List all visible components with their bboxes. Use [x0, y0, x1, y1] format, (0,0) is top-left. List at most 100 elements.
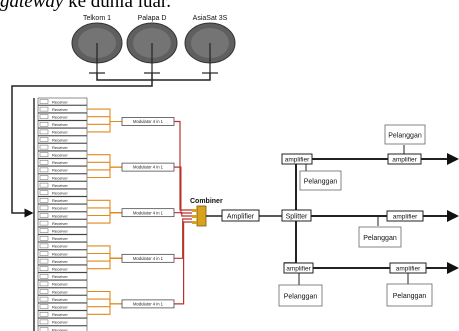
receiver-label: Receiver — [52, 130, 68, 135]
splitter: Splitter — [281, 209, 312, 222]
receiver-label: Receiver — [52, 206, 68, 211]
receiver-label: Receiver — [52, 305, 68, 310]
main-amplifier: Amplifier — [221, 209, 260, 222]
modulator-group: Modulator 4 in 1 Modulator 4 in 1 Modulato… — [87, 108, 192, 315]
receiver-unit: Receiver — [37, 310, 88, 319]
receiver-unit: Receiver — [37, 97, 88, 106]
svg-text:amplifier: amplifier — [396, 266, 421, 273]
pelanggan-box-1: Pelanggan — [384, 124, 426, 145]
satellite-dish-asiasat: AsiaSat 3S — [184, 15, 236, 74]
receiver-label: Receiver — [52, 145, 68, 150]
amplifier-upper-right: amplifier — [387, 153, 422, 165]
amplifier-lower-left: amplifier — [283, 262, 314, 274]
svg-text:Pelanggan: Pelanggan — [304, 179, 338, 186]
receiver-label: Receiver — [52, 115, 68, 120]
receiver-unit: Receiver — [37, 302, 88, 311]
receiver-label: Receiver — [52, 297, 68, 302]
receiver-unit: Receiver — [37, 143, 88, 151]
receiver-label: Receiver — [52, 327, 68, 331]
modulator-label: Modulator 4 in 1 — [133, 119, 164, 124]
receiver-unit: Receiver — [37, 188, 88, 197]
receiver-label: Receiver — [52, 153, 68, 158]
receiver-label: Receiver — [52, 191, 68, 196]
receiver-unit: Receiver — [37, 242, 88, 250]
svg-text:Pelanggan: Pelanggan — [363, 235, 397, 242]
receiver-label: Receiver — [52, 213, 68, 218]
receiver-label: Receiver — [52, 236, 68, 241]
receiver-unit: Receiver — [37, 166, 88, 174]
satellite-dish-telkom: Telkom 1 — [71, 15, 123, 74]
receiver-unit: Receiver — [37, 280, 88, 288]
feed-line — [11, 73, 211, 213]
receiver-label: Receiver — [52, 160, 68, 165]
receiver-unit: Receiver — [37, 181, 88, 189]
receiver-unit: Receiver — [37, 226, 88, 235]
modulator-unit: Modulator 4 in 1 — [87, 221, 192, 315]
satellite-label: Telkom 1 — [83, 15, 111, 22]
receiver-unit: Receiver — [37, 219, 88, 227]
modulator-unit: Modulator 4 in 1 — [87, 154, 192, 214]
receiver-unit: Receiver — [37, 196, 88, 205]
receiver-unit: Receiver — [37, 257, 88, 265]
svg-text:amplifier: amplifier — [392, 157, 417, 164]
receiver-label: Receiver — [52, 282, 68, 287]
receiver-unit: Receiver — [37, 128, 88, 136]
receiver-unit: Receiver — [37, 272, 88, 281]
svg-text:amplifier: amplifier — [285, 157, 310, 164]
receiver-label: Receiver — [52, 107, 68, 112]
receiver-label: Receiver — [52, 221, 68, 226]
receiver-label: Receiver — [52, 229, 68, 234]
receiver-label: Receiver — [52, 244, 68, 249]
svg-text:Pelanggan: Pelanggan — [284, 294, 318, 301]
receiver-stack: ReceiverReceiverReceiverReceiverReceiver… — [33, 97, 88, 331]
receiver-label: Receiver — [52, 274, 68, 279]
receiver-unit: Receiver — [37, 120, 88, 129]
combiner: Combiner — [190, 198, 223, 227]
receiver-unit: Receiver — [37, 112, 88, 121]
svg-text:amplifier: amplifier — [286, 266, 311, 273]
pelanggan-box-5: Pelanggan — [386, 283, 433, 307]
satellite-label: Palapa D — [138, 15, 167, 22]
receiver-label: Receiver — [52, 99, 68, 104]
receiver-unit: Receiver — [37, 204, 88, 212]
pelanggan-box-2: Pelanggan — [299, 170, 342, 191]
svg-text:Pelanggan: Pelanggan — [388, 133, 422, 140]
receiver-unit: Receiver — [37, 234, 88, 243]
receiver-unit: Receiver — [37, 318, 88, 326]
modulator-unit: Modulator 4 in 1 — [87, 108, 192, 211]
caption-text: gateway ke dunia luar. — [0, 0, 171, 12]
receiver-unit: Receiver — [37, 173, 88, 182]
modulator-label: Modulator 4 in 1 — [133, 302, 164, 307]
satellite-dish-palapa: Palapa D — [126, 15, 178, 74]
receiver-label: Receiver — [52, 267, 68, 272]
svg-text:Pelanggan: Pelanggan — [393, 293, 427, 300]
receiver-label: Receiver — [52, 175, 68, 180]
amplifier-lower-right: amplifier — [389, 262, 427, 274]
modulator-label: Modulator 4 in 1 — [133, 210, 164, 215]
pelanggan-box-4: Pelanggan — [278, 284, 323, 307]
receiver-unit: Receiver — [37, 105, 88, 113]
receiver-unit: Receiver — [37, 295, 88, 303]
pelanggan-box-3: Pelanggan — [358, 226, 402, 248]
receiver-unit: Receiver — [37, 325, 88, 331]
satellite-label: AsiaSat 3S — [193, 15, 228, 22]
modulator-unit: Modulator 4 in 1 — [87, 218, 192, 270]
combiner-label: Combiner — [190, 198, 223, 205]
receiver-label: Receiver — [52, 289, 68, 294]
modulator-unit: Modulator 4 in 1 — [87, 199, 192, 224]
receiver-unit: Receiver — [37, 249, 88, 258]
svg-text:Splitter: Splitter — [286, 214, 308, 221]
receiver-unit: Receiver — [37, 211, 88, 220]
receiver-unit: Receiver — [37, 264, 88, 273]
receiver-label: Receiver — [52, 122, 68, 127]
receiver-unit: Receiver — [37, 158, 88, 167]
modulator-label: Modulator 4 in 1 — [133, 256, 164, 261]
receiver-label: Receiver — [52, 251, 68, 256]
receiver-label: Receiver — [52, 198, 68, 203]
receiver-unit: Receiver — [37, 135, 88, 144]
svg-text:Amplifier: Amplifier — [227, 214, 255, 221]
amplifier-upper-left: amplifier — [281, 153, 313, 165]
amplifier-middle-right: amplifier — [386, 210, 424, 222]
receiver-label: Receiver — [52, 320, 68, 325]
